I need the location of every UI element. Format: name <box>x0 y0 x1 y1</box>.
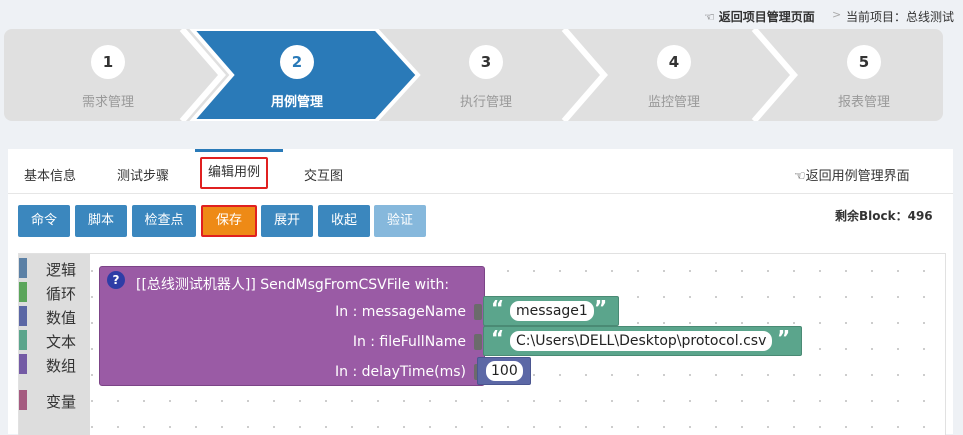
text-field-filefullname[interactable]: C:\Users\DELL\Desktop\protocol.csv <box>510 331 773 351</box>
script-button[interactable]: 脚本 <box>75 205 127 237</box>
number-block-delaytime[interactable]: 100 <box>477 357 531 385</box>
input-socket <box>474 304 482 320</box>
send-msg-function-block[interactable]: ? [[总线测试机器人]] SendMsgFromCSVFile with: I… <box>99 266 485 386</box>
input-label-delaytime: In : delayTime(ms) <box>335 364 466 380</box>
category-label: 数组 <box>46 357 77 375</box>
input-label-messagename: In : messageName <box>335 304 466 320</box>
back-to-project-link[interactable]: ☜返回项目管理页面 <box>704 8 815 25</box>
top-bar: ☜返回项目管理页面 > 当前项目：总线测试 <box>0 0 963 30</box>
step-label: 执行管理 <box>459 95 512 110</box>
tab-test-steps[interactable]: 测试步骤 <box>117 169 170 184</box>
step-label: 需求管理 <box>81 95 134 110</box>
verify-button[interactable]: 验证 <box>374 205 426 237</box>
back-to-case-management-link[interactable]: ☜返回用例管理界面 <box>794 165 910 184</box>
step-number: 2 <box>280 45 314 79</box>
category-color-bar <box>19 330 27 350</box>
input-label-filefullname: In : fileFullName <box>352 334 466 350</box>
step-label: 用例管理 <box>270 95 323 110</box>
step-label: 监控管理 <box>647 95 700 110</box>
category-math[interactable]: 数值 <box>19 306 90 327</box>
category-list[interactable]: 数组 <box>19 354 90 375</box>
block-title: [[总线测试机器人]] SendMsgFromCSVFile with: <box>136 277 450 293</box>
step-number: 4 <box>657 45 691 79</box>
blockly-workspace[interactable]: 逻辑 循环 数值 文本 数组 变量 <box>18 253 946 435</box>
category-color-bar <box>19 258 27 278</box>
open-quote-icon: “ <box>491 296 505 320</box>
category-color-bar <box>19 390 27 410</box>
close-quote-icon: ” <box>594 296 608 320</box>
step-number: 5 <box>847 45 881 79</box>
step-number: 1 <box>91 45 125 79</box>
number-field-delaytime[interactable]: 100 <box>486 361 523 381</box>
tab-bar: 基本信息 测试步骤 编辑用例 交互图 ☜返回用例管理界面 <box>8 149 953 194</box>
tab-interaction-diagram[interactable]: 交互图 <box>304 169 344 184</box>
category-color-bar <box>19 282 27 302</box>
category-label: 变量 <box>46 393 77 411</box>
step-number: 3 <box>469 45 503 79</box>
step-execution[interactable]: 3 执行管理 <box>396 29 576 121</box>
help-icon[interactable]: ? <box>107 271 125 289</box>
hand-point-left-icon: ☜ <box>704 10 715 24</box>
text-block-messagename[interactable]: “ message1 ” <box>483 296 619 326</box>
close-quote-icon: ” <box>777 326 791 350</box>
step-requirements[interactable]: 1 需求管理 <box>18 29 198 121</box>
text-block-filefullname[interactable]: “ C:\Users\DELL\Desktop\protocol.csv ” <box>483 326 802 356</box>
hand-point-left-icon: ☜ <box>794 169 806 184</box>
collapse-button[interactable]: 收起 <box>318 205 370 237</box>
expand-button[interactable]: 展开 <box>261 205 313 237</box>
block-category-palette: 逻辑 循环 数值 文本 数组 变量 <box>19 254 90 435</box>
step-monitoring[interactable]: 4 监控管理 <box>584 29 764 121</box>
category-text[interactable]: 文本 <box>19 330 90 351</box>
back-case-label: 返回用例管理界面 <box>805 169 910 184</box>
category-logic[interactable]: 逻辑 <box>19 258 90 279</box>
active-tab-indicator <box>195 149 283 152</box>
back-project-label: 返回项目管理页面 <box>718 10 815 24</box>
step-test-cases[interactable]: 2 用例管理 <box>207 29 387 121</box>
checkpoint-button[interactable]: 检查点 <box>132 205 196 237</box>
text-field-messagename[interactable]: message1 <box>510 301 594 321</box>
main-panel: 基本信息 测试步骤 编辑用例 交互图 ☜返回用例管理界面 命令 脚本 检查点 保… <box>8 149 953 435</box>
breadcrumb-separator: > <box>832 8 842 21</box>
category-color-bar <box>19 354 27 374</box>
category-loop[interactable]: 循环 <box>19 282 90 303</box>
category-label: 循环 <box>46 285 77 303</box>
open-quote-icon: “ <box>491 326 505 350</box>
tab-edit-case[interactable]: 编辑用例 <box>200 157 269 189</box>
step-reports[interactable]: 5 报表管理 <box>774 29 943 121</box>
input-socket <box>474 334 482 350</box>
process-steps: 1 需求管理 2 用例管理 3 执行管理 4 监控管理 5 报表管理 <box>4 29 943 121</box>
save-button[interactable]: 保存 <box>201 205 257 237</box>
category-color-bar <box>19 306 27 326</box>
step-label: 报表管理 <box>837 95 890 110</box>
category-label: 数值 <box>46 309 77 327</box>
current-project-label: 当前项目：总线测试 <box>846 10 955 24</box>
category-variables[interactable]: 变量 <box>19 390 90 411</box>
command-button[interactable]: 命令 <box>18 205 70 237</box>
tab-basic-info[interactable]: 基本信息 <box>24 169 77 184</box>
category-label: 文本 <box>46 333 77 351</box>
remaining-block-count: 剩余Block：496 <box>835 209 933 223</box>
category-label: 逻辑 <box>46 261 77 279</box>
